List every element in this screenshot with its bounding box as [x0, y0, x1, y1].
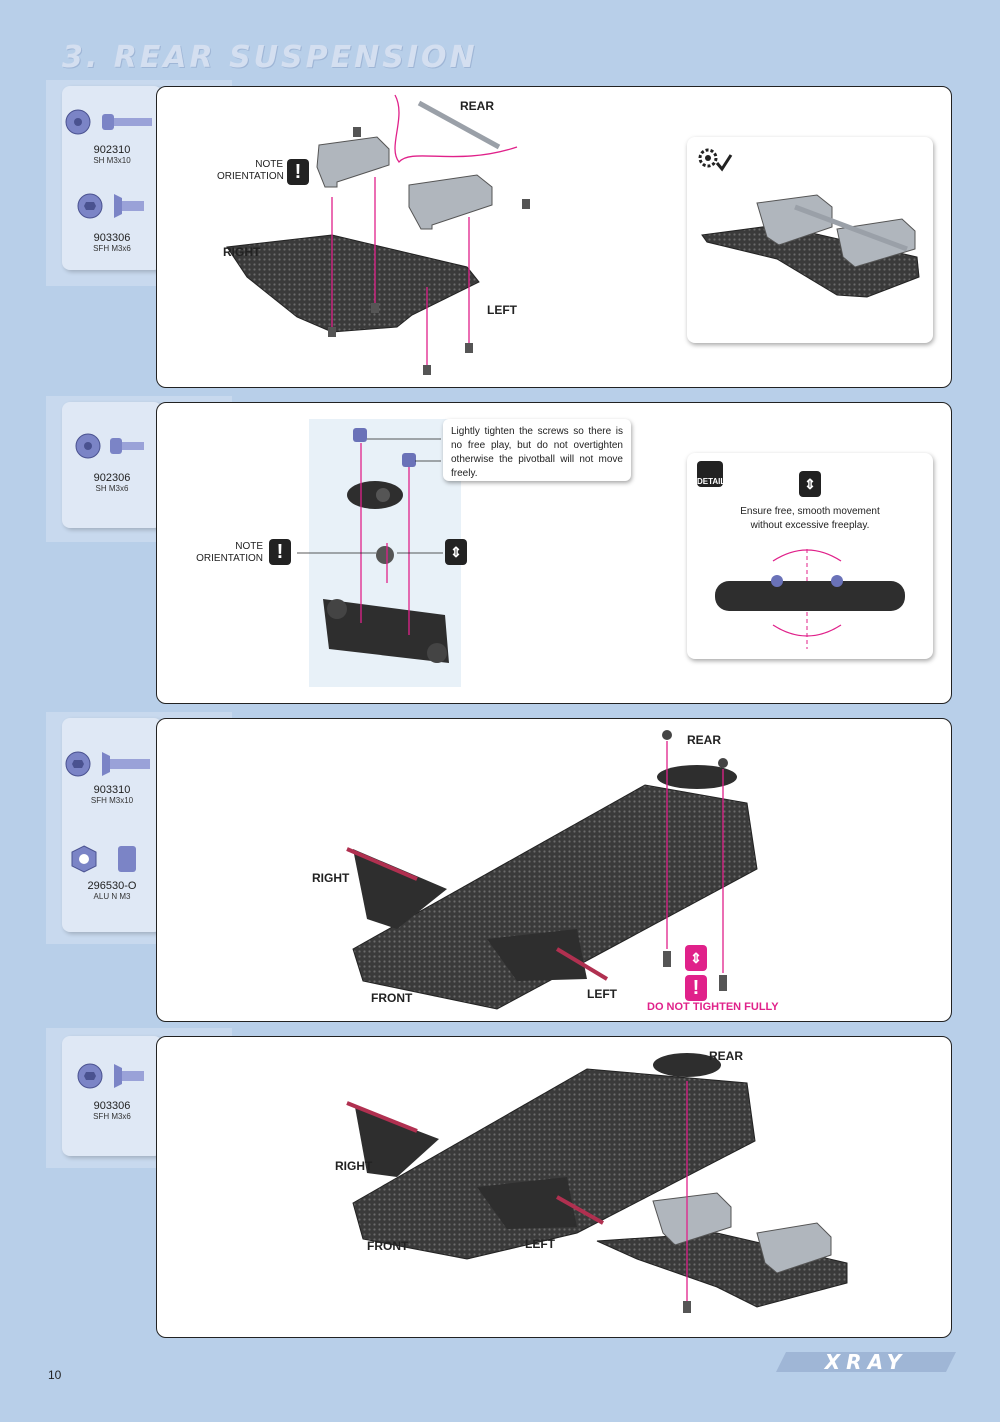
page-title: 3. REAR SUSPENSION — [62, 40, 478, 75]
part-code: 296530-O — [87, 880, 137, 892]
sfh-screw-icon — [65, 751, 150, 777]
part-desc: SH M3x10 — [93, 156, 131, 165]
part-desc: SH M3x6 — [95, 484, 129, 493]
sfh-screw-icon — [77, 193, 144, 219]
step1-panel: REAR RIGHT LEFT NOTE ORIENTATION ! — [156, 86, 952, 388]
warning-icon: ! — [685, 975, 707, 1001]
step2-panel: Lightly tighten the screws so there is n… — [156, 402, 952, 704]
label-front: FRONT — [367, 1239, 409, 1253]
part-code: 902306 — [93, 472, 131, 484]
part-desc: SFH M3x10 — [90, 796, 134, 805]
step3-chassis-diagram — [346, 730, 758, 1010]
part-code: 903306 — [93, 1100, 131, 1112]
label-rear: REAR — [687, 733, 722, 747]
label-right: RIGHT — [223, 245, 261, 259]
note-orientation: NOTE ORIENTATION — [217, 159, 284, 183]
warning-icon: ! — [287, 159, 309, 185]
pivot-block-image — [715, 549, 905, 649]
step1-parts-box: 902310 SH M3x10 903306 SFH M3x6 — [62, 86, 162, 270]
pivot-symbol-icon: ⇕ — [799, 471, 821, 497]
step2-exploded-diagram — [297, 419, 461, 687]
label-left: LEFT — [525, 1237, 555, 1251]
detail-text-line1: Ensure free, smooth movement — [740, 506, 880, 517]
part-desc: SFH M3x6 — [93, 244, 131, 253]
label-rear: REAR — [460, 99, 495, 113]
detail-icon: DETAIL — [697, 461, 725, 487]
step4-panel: REAR RIGHT FRONT LEFT — [156, 1036, 952, 1338]
assembled-view-inset — [687, 137, 933, 343]
sh-screw-icon — [75, 433, 144, 459]
step1-exploded-diagram — [226, 94, 530, 375]
note-line2: ORIENTATION — [196, 553, 263, 564]
part-code: 903306 — [93, 232, 131, 244]
sh-screw-icon — [65, 109, 152, 135]
step3-panel: REAR RIGHT FRONT LEFT ⇕ ! DO NOT TIGHTEN… — [156, 718, 952, 1022]
label-left: LEFT — [487, 303, 517, 317]
alu-nut-icon — [71, 845, 136, 873]
label-left: LEFT — [587, 987, 617, 1001]
label-right: RIGHT — [335, 1159, 373, 1173]
note-line1: NOTE — [235, 541, 263, 552]
detail-text-line2: without excessive freeplay. — [750, 520, 870, 531]
step2-parts-box: 902306 SH M3x6 — [62, 402, 162, 528]
part-code: 903310 — [93, 784, 131, 796]
note-line2: ORIENTATION — [217, 171, 284, 182]
pivot-symbol-icon: ⇕ — [445, 539, 467, 565]
part-code: 902310 — [93, 144, 131, 156]
assembled-mount-image — [701, 194, 920, 298]
tighten-callout: Lightly tighten the screws so there is n… — [443, 419, 631, 481]
part-desc: SFH M3x6 — [93, 1112, 131, 1121]
sfh-screw-icon — [77, 1063, 144, 1089]
detail-inset: DETAIL ⇕ Ensure free, smooth movement wi… — [687, 453, 933, 659]
gear-check-icon — [698, 148, 733, 172]
pivot-symbol-icon: ⇕ — [685, 945, 707, 971]
label-right: RIGHT — [312, 871, 350, 885]
note-line1: NOTE — [255, 159, 283, 170]
part-desc: ALU N M3 — [93, 892, 131, 901]
warning-text: DO NOT TIGHTEN FULLY — [647, 1001, 779, 1013]
step3-parts-box: 903310 SFH M3x10 296530-O ALU N M3 — [62, 718, 162, 932]
step4-chassis-diagram — [346, 1053, 848, 1313]
logo-text: XRAY — [823, 1350, 908, 1374]
note-orientation: NOTE ORIENTATION — [195, 541, 263, 565]
detail-text: Ensure free, smooth movement without exc… — [687, 505, 933, 533]
xray-logo: XRAY — [776, 1350, 956, 1374]
step4-parts-box: 903306 SFH M3x6 — [62, 1036, 162, 1156]
label-rear: REAR — [709, 1049, 744, 1063]
label-front: FRONT — [371, 991, 413, 1005]
warning-icon: ! — [269, 539, 291, 565]
page-number: 10 — [48, 1368, 62, 1382]
